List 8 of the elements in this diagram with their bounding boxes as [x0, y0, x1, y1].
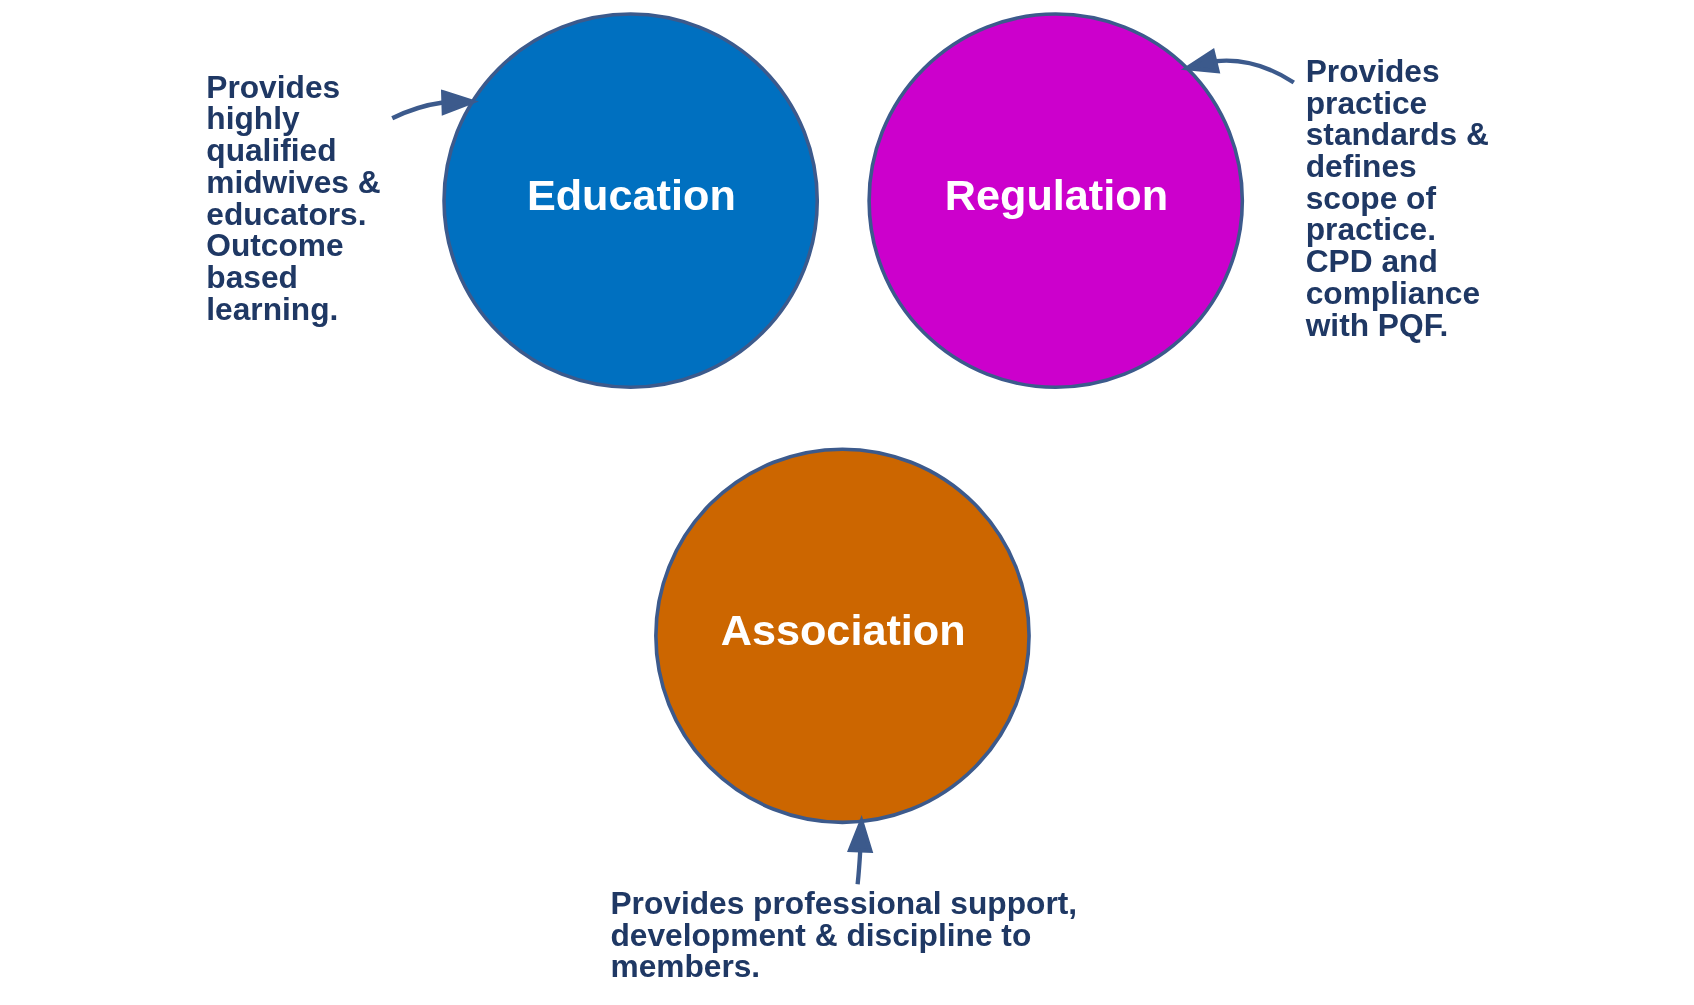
- node-text: Provides highly qualified midwives & educators. Outcome based learning.: [205, 68, 381, 327]
- arrow: [390, 89, 479, 121]
- arrow: [1180, 48, 1295, 85]
- arrow: [846, 814, 873, 885]
- node-text: Provides practice standards & defines scope of practice. CPD and compliance with PQF.: [1305, 52, 1489, 343]
- node-circle: Regulation: [866, 12, 1244, 390]
- node-circle: Association: [653, 447, 1031, 825]
- node-text: Provides professional support, development & discipline to members.: [609, 885, 1077, 985]
